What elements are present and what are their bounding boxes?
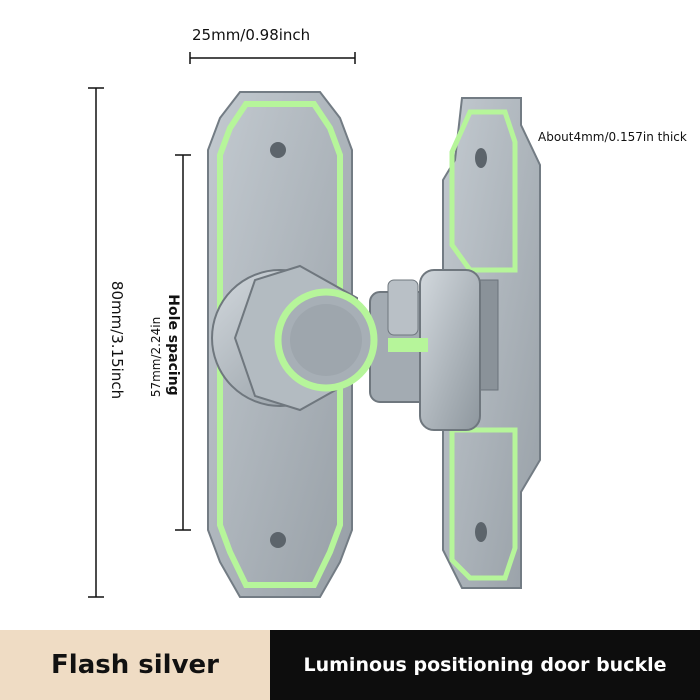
- strike-plate: [442, 97, 541, 589]
- base-bottom-screw-hole: [270, 532, 286, 548]
- hole-spacing-value: 57mm/2.24in: [149, 316, 163, 398]
- width-dimension-line: [189, 52, 356, 64]
- product-name-panel: Luminous positioning door buckle: [270, 630, 700, 700]
- product-image-area: 25mm/0.98inch About4mm/0.157in thick 80m…: [88, 26, 687, 598]
- strike-bottom-screw-hole: [475, 522, 487, 542]
- height-dimension-label: 80mm/3.15inch: [108, 280, 126, 400]
- width-dimension-label: 25mm/0.98inch: [192, 26, 311, 44]
- color-variant-label: Flash silver: [51, 650, 219, 680]
- base-top-screw-hole: [270, 142, 286, 158]
- bottom-banner: Flash silver Luminous positioning door b…: [0, 630, 700, 700]
- door-latch-illustration: [88, 52, 541, 598]
- luminous-knob: [211, 264, 378, 412]
- swivel-arm: [369, 269, 481, 431]
- height-dimension-line: [88, 87, 104, 598]
- product-name-label: Luminous positioning door buckle: [303, 654, 667, 676]
- thickness-label: About4mm/0.157in thick: [538, 130, 687, 144]
- strike-top-screw-hole: [475, 148, 487, 168]
- hole-spacing-dimension-line: [175, 154, 191, 531]
- hole-spacing-title: Hole spacing: [165, 294, 181, 396]
- color-variant-panel: Flash silver: [0, 630, 270, 700]
